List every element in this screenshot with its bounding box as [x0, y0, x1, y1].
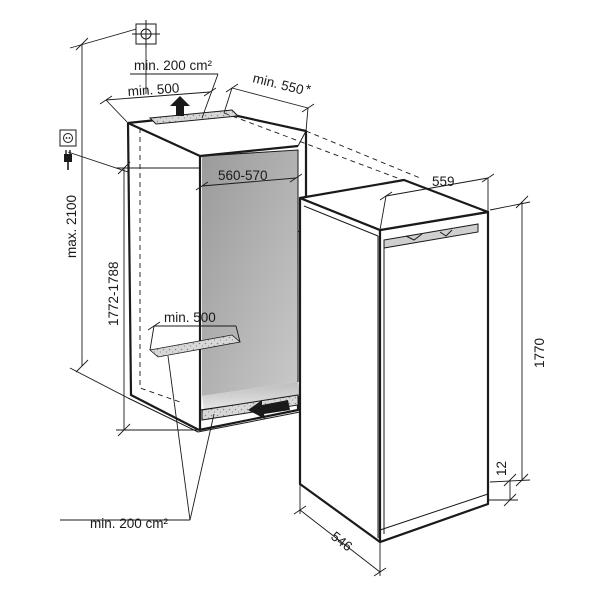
power-socket-icon — [59, 129, 77, 147]
airflow-up-arrow-icon — [170, 96, 190, 116]
plinth-label: 12 — [494, 461, 509, 476]
appliance — [298, 178, 490, 544]
crosshair-mount-icon — [132, 20, 160, 48]
top-depth-label: min. 500 — [127, 80, 180, 99]
bottom-vent-grille — [201, 394, 299, 421]
power-plug-icon — [64, 150, 72, 170]
bottom-depth-label: min. 500 — [164, 310, 216, 325]
top-vent-grille — [148, 109, 240, 125]
niche-interior — [202, 150, 298, 396]
asterisk-label: * — [306, 82, 312, 97]
airflow-in-arrow-icon — [248, 400, 290, 419]
appliance-depth-label: 546 — [328, 529, 355, 555]
door-control-strip — [383, 223, 479, 249]
niche-depth-label: min. 550 — [251, 70, 305, 97]
bottom-vent-label: min. 200 cm² — [90, 516, 169, 531]
niche-height-label: 1772-1788 — [106, 261, 121, 326]
niche-cabinet — [126, 109, 308, 433]
top-vent-label: min. 200 cm² — [134, 58, 213, 73]
dimension-lines — [60, 27, 531, 577]
niche-floor — [202, 382, 300, 410]
max-height-label: max. 2100 — [64, 195, 79, 258]
appliance-height-label: 1770 — [532, 338, 547, 368]
appliance-width-label: 559 — [432, 174, 455, 189]
niche-width-label: 560-570 — [218, 168, 268, 183]
